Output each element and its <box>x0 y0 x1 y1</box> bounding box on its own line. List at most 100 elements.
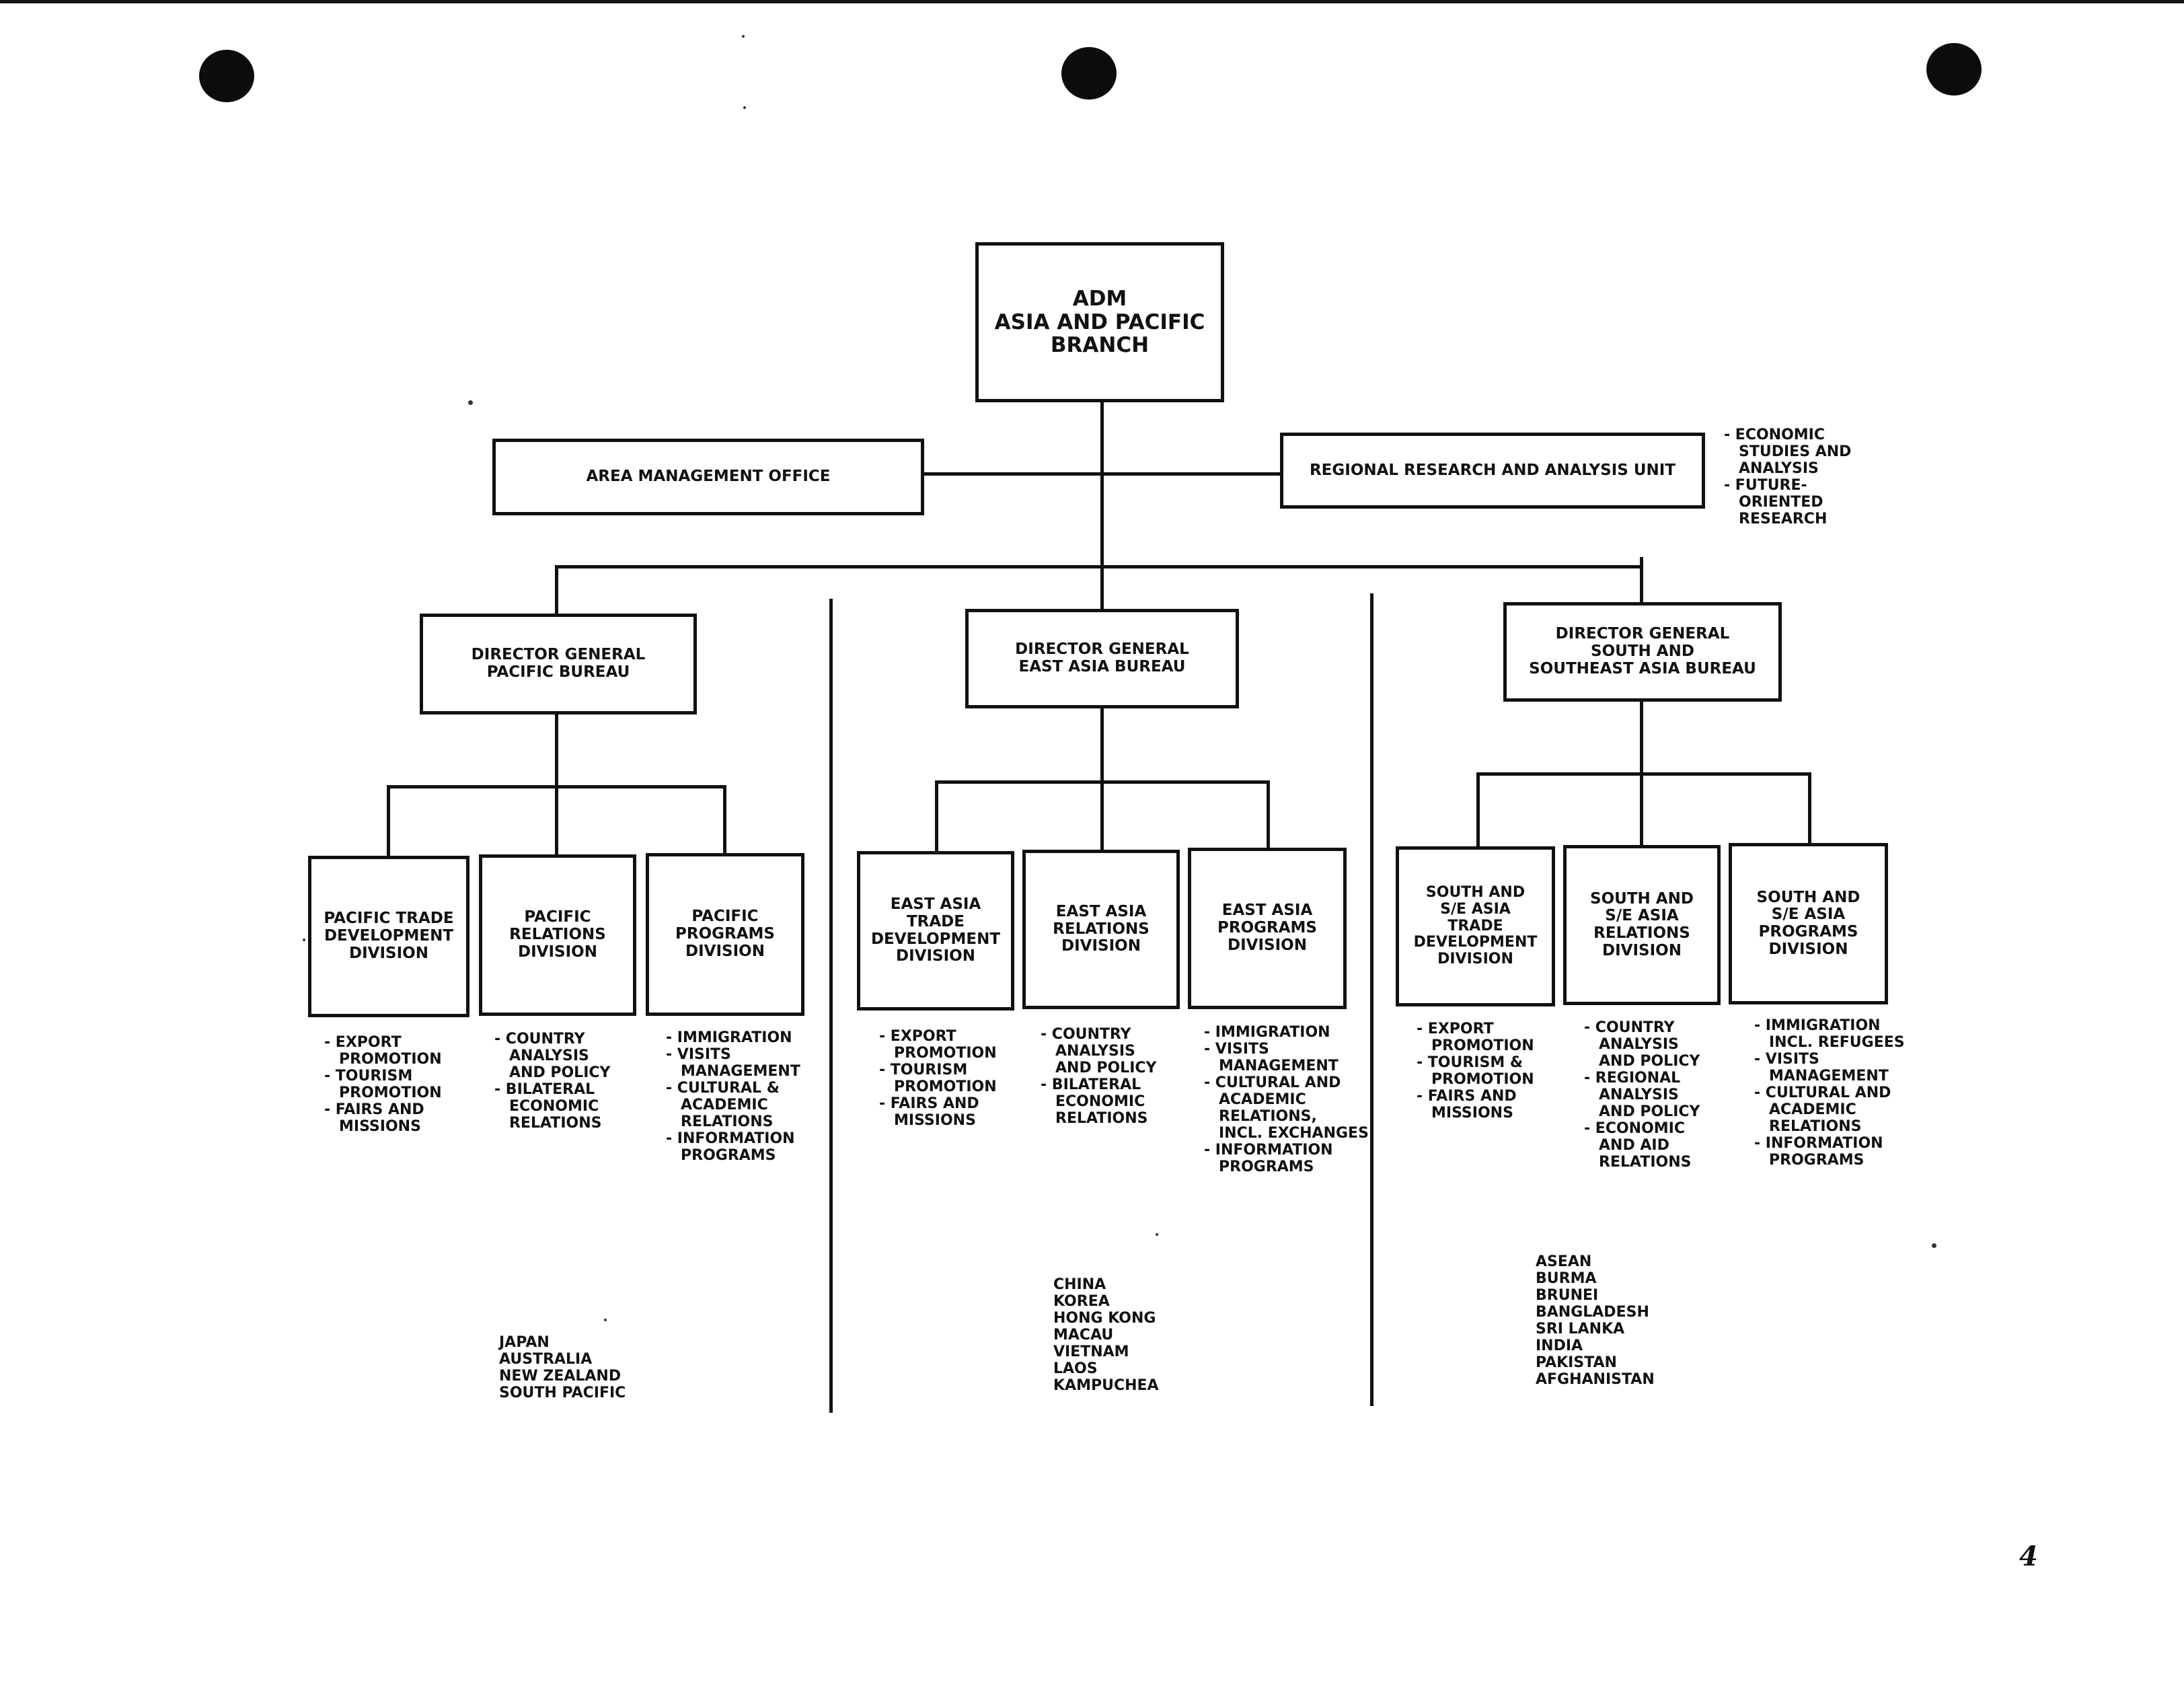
scan-speck <box>604 1319 607 1321</box>
scan-speck <box>742 35 745 38</box>
country-item: BRUNEI <box>1536 1287 1599 1304</box>
country-item: CHINA <box>1053 1276 1106 1293</box>
bureau-box-south-southeast-asia: DIRECTOR GENERAL SOUTH AND SOUTHEAST ASI… <box>1503 602 1782 702</box>
country-item: ASEAN <box>1536 1253 1592 1270</box>
country-item: SOUTH PACIFIC <box>499 1385 626 1401</box>
division-box: PACIFIC RELATIONS DIVISION <box>479 854 636 1016</box>
scan-speck <box>1932 1243 1936 1248</box>
country-item: INDIA <box>1536 1337 1583 1354</box>
country-item: NEW ZEALAND <box>499 1368 622 1385</box>
country-list-south-southeast-asia: ASEAN BURMA BRUNEI BANGLADESH SRI LANKA … <box>1536 1253 1655 1388</box>
country-item: JAPAN <box>499 1334 550 1351</box>
function-item: FUTURE- ORIENTED RESEARCH <box>1724 477 1851 527</box>
country-item: BANGLADESH <box>1536 1304 1649 1321</box>
section-divider-2 <box>1370 593 1373 1406</box>
punch-hole-right <box>1926 43 1982 96</box>
division-box: SOUTH AND S/E ASIA TRADE DEVELOPMENT DIV… <box>1396 846 1555 1006</box>
country-list-east-asia: CHINA KOREA HONG KONG MACAU VIETNAM LAOS… <box>1053 1276 1159 1394</box>
division-box: PACIFIC PROGRAMS DIVISION <box>646 853 804 1016</box>
country-item: PAKISTAN <box>1536 1354 1617 1371</box>
function-item: IMMIGRATION <box>1204 1024 1369 1041</box>
division-box: SOUTH AND S/E ASIA RELATIONS DIVISION <box>1563 845 1721 1005</box>
function-item: IMMIGRATION <box>666 1029 800 1046</box>
country-item: AFGHANISTAN <box>1536 1371 1655 1388</box>
country-item: VIETNAM <box>1053 1344 1129 1360</box>
area-management-office-label: AREA MANAGEMENT OFFICE <box>586 468 831 486</box>
function-item: TOURISM &PROMOTION <box>1417 1054 1534 1088</box>
scan-speck <box>468 400 473 405</box>
section-divider-1 <box>829 599 833 1413</box>
connector-adm-trunk <box>1100 400 1104 612</box>
function-item: ECONOMIC STUDIES AND ANALYSIS <box>1724 427 1852 477</box>
adm-title-line: BRANCH <box>1050 333 1150 358</box>
country-item: LAOS <box>1053 1360 1098 1377</box>
country-item: MACAU <box>1053 1327 1114 1344</box>
division-box: EAST ASIA RELATIONS DIVISION <box>1022 850 1180 1009</box>
connector-bureau-3-div-3 <box>1808 772 1811 848</box>
adm-title-line: ADM <box>1072 286 1127 311</box>
page-number: 4 <box>2019 1541 2038 1572</box>
punch-hole-left <box>199 50 254 102</box>
research-unit-functions: ECONOMIC STUDIES AND ANALYSIS FUTURE- OR… <box>1724 427 1852 527</box>
connector-bureau-1-div-3 <box>723 785 726 856</box>
connector-bureau-3-bar <box>1476 772 1811 776</box>
adm-box: ADM ASIA AND PACIFIC BRANCH <box>975 242 1224 402</box>
scan-speck <box>1156 1233 1158 1236</box>
country-item: KAMPUCHEA <box>1053 1377 1159 1394</box>
country-item: KOREA <box>1053 1293 1110 1310</box>
country-item: BURMA <box>1536 1270 1597 1287</box>
connector-bureau-2-trunk <box>1100 706 1104 851</box>
bureau-box-pacific: DIRECTOR GENERAL PACIFIC BUREAU <box>420 614 697 714</box>
country-list-pacific: JAPAN AUSTRALIA NEW ZEALAND SOUTH PACIFI… <box>499 1334 626 1401</box>
connector-bureau-2-div-3 <box>1267 780 1270 851</box>
connector-bureau-1-div-1 <box>387 785 390 856</box>
division-box: SOUTH AND S/E ASIA PROGRAMS DIVISION <box>1729 843 1888 1004</box>
scan-speck <box>743 106 746 109</box>
connector-bureau-1-drop <box>555 565 558 614</box>
connector-bureau-1-bar <box>387 785 726 788</box>
punch-hole-center <box>1061 47 1117 100</box>
connector-bureau-2-bar <box>935 780 1270 784</box>
adm-title-line: ASIA AND PACIFIC <box>994 309 1205 334</box>
connector-bureau-1-trunk <box>555 713 558 856</box>
connector-bureau-3-div-1 <box>1476 772 1480 848</box>
bureau-box-east-asia: DIRECTOR GENERAL EAST ASIA BUREAU <box>965 609 1239 708</box>
country-item: HONG KONG <box>1053 1310 1156 1327</box>
country-item: SRI LANKA <box>1536 1321 1625 1337</box>
scan-speck <box>303 939 305 941</box>
country-item: AUSTRALIA <box>499 1351 593 1368</box>
division-box: EAST ASIA PROGRAMS DIVISION <box>1188 848 1347 1009</box>
connector-bureau-3-drop <box>1640 557 1643 605</box>
regional-research-unit-label: REGIONAL RESEARCH AND ANALYSIS UNIT <box>1309 461 1676 479</box>
